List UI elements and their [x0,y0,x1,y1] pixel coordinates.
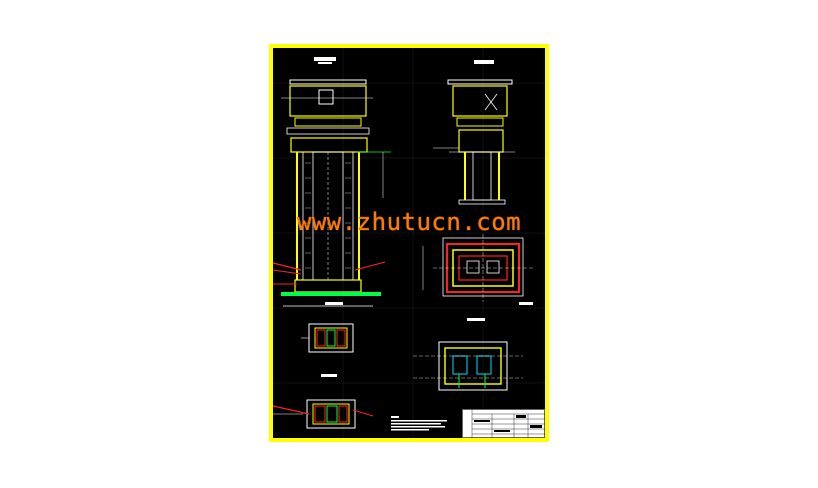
left-section-view-2 [273,374,374,429]
left-section-view-1 [301,302,354,353]
drawing-canvas: www.zhutucn.com [273,48,545,438]
drawing-sheet-frame: www.zhutucn.com [269,44,549,442]
title-block [462,409,545,438]
left-elevation-view [273,57,391,307]
watermark-text: www.zhutucn.com [296,208,522,236]
right-lower-plan-view [413,318,523,391]
right-plan-view [422,234,533,305]
cad-drawing [273,48,545,438]
notes-block [391,416,447,431]
right-elevation-view [433,60,515,205]
